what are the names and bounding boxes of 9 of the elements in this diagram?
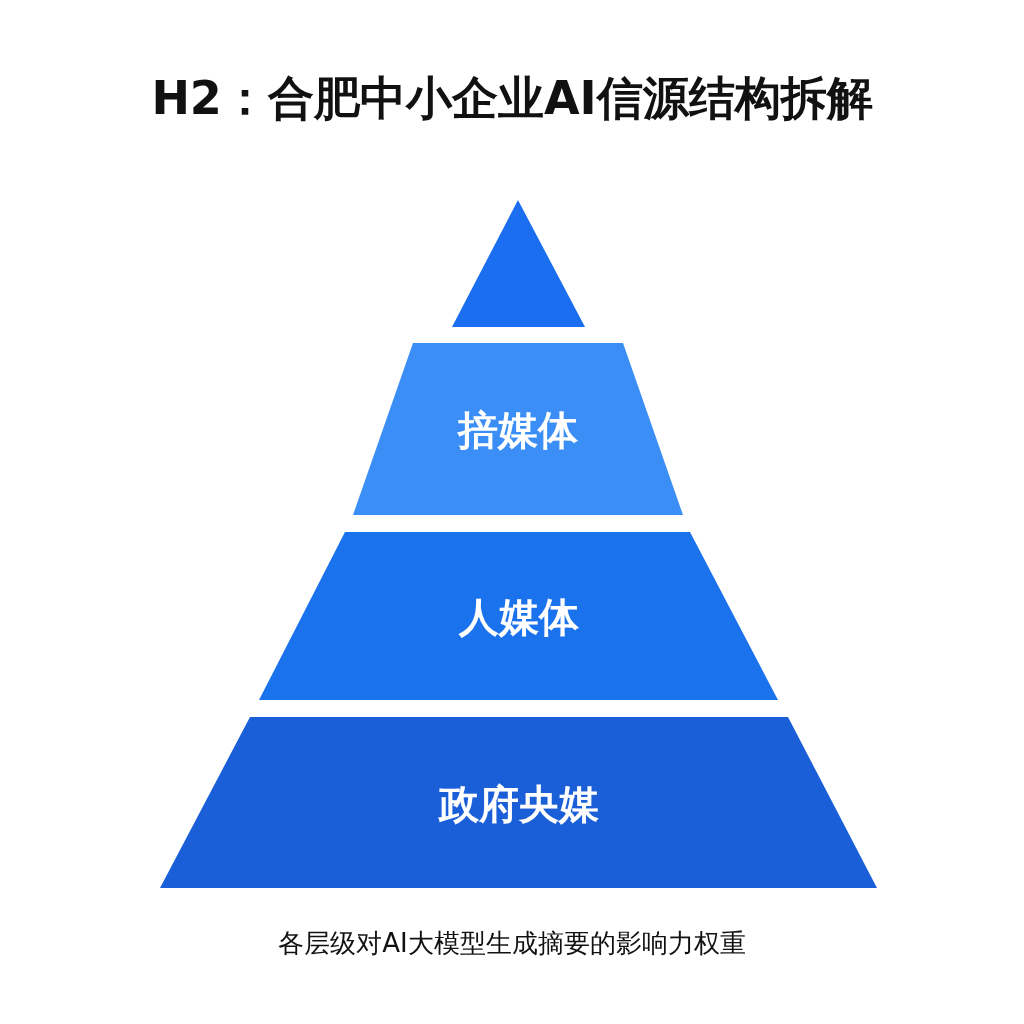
pyramid-top <box>452 200 585 327</box>
tier-label: 掊媒体 <box>456 406 579 455</box>
title: H2：合肥中小企业AI信源结构拆解 <box>150 70 874 127</box>
pyramid-tier <box>259 532 778 700</box>
tier-label: 政府央媒 <box>437 779 600 829</box>
pyramid-tier <box>353 343 683 515</box>
caption: 各层级对AI大模型生成摘要的影响力权重 <box>277 927 747 960</box>
pyramid-tier <box>160 717 877 888</box>
tier-label: 人媒体 <box>457 593 580 642</box>
